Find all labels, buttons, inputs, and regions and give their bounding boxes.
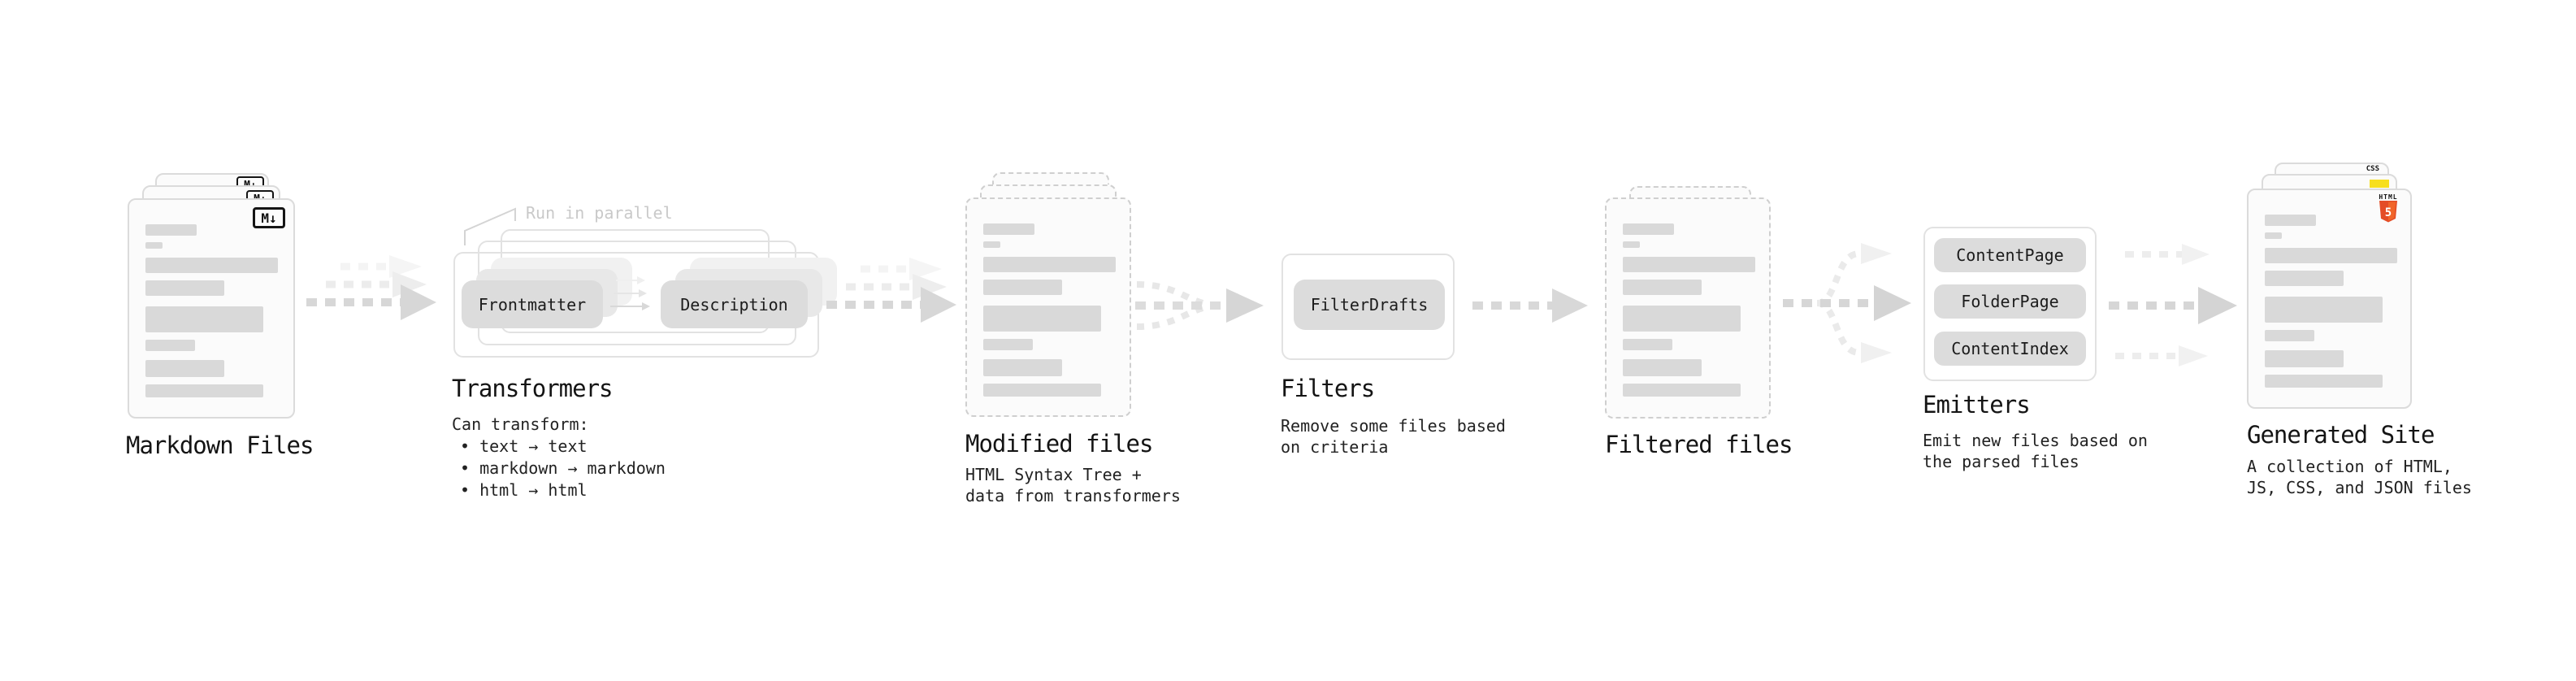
folderpage-pill: FolderPage	[1934, 284, 2086, 319]
modified-file-card-front	[965, 197, 1131, 417]
bullet-item: • markdown → markdown	[460, 458, 666, 478]
html5-shield: 5	[2379, 201, 2397, 223]
skeleton-bar	[2265, 215, 2316, 226]
filtered-files-title: Filtered files	[1605, 431, 1793, 458]
skeleton-bar	[1623, 339, 1672, 350]
modified-files-title: Modified files	[965, 430, 1153, 458]
skeleton-bar	[983, 384, 1101, 397]
skeleton-bar	[1623, 306, 1741, 332]
markdown-file-card-front: M↓	[128, 198, 295, 419]
skeleton-bar	[983, 339, 1033, 350]
html5-number: 5	[2385, 206, 2392, 219]
arrow-emitters-to-site	[2109, 244, 2237, 367]
skeleton-bar	[145, 224, 197, 236]
css-badge-text: CSS	[2366, 165, 2379, 173]
arrow-transformers-to-modified	[826, 258, 956, 323]
markdown-files-title: Markdown Files	[126, 432, 314, 459]
filterdrafts-pill: FilterDrafts	[1294, 280, 1445, 330]
filters-title: Filters	[1281, 375, 1375, 402]
file-skeleton-lines	[967, 199, 1130, 397]
skeleton-bar	[1623, 280, 1702, 295]
emitters-caption: Emit new files based on the parsed files	[1923, 431, 2148, 471]
parallel-note-leader-line	[464, 207, 516, 245]
arrow-fanin-modified-to-filters	[1135, 281, 1264, 330]
transformer-step-arrows	[610, 276, 650, 310]
filtered-file-card-front	[1605, 197, 1771, 419]
markdown-icon: M↓	[253, 207, 285, 228]
skeleton-bar	[983, 241, 1000, 248]
skeleton-bar	[983, 257, 1116, 272]
description-pill: Description	[661, 280, 808, 328]
html5-badge-text: HTML	[2379, 193, 2398, 201]
arrow-markdown-to-transformers	[306, 255, 436, 320]
transformers-caption-heading: Can transform:	[452, 414, 589, 434]
skeleton-bar	[983, 306, 1101, 332]
transformers-bullet-list: • text → text • markdown → markdown • ht…	[460, 436, 666, 501]
skeleton-bar	[145, 306, 263, 332]
skeleton-bar	[145, 384, 263, 397]
skeleton-bar	[983, 223, 1034, 235]
emitters-container	[1923, 227, 2097, 381]
skeleton-bar	[145, 280, 224, 296]
skeleton-bar	[2265, 232, 2282, 239]
skeleton-bar	[983, 359, 1062, 376]
arrow-filters-to-filtered	[1472, 288, 1588, 323]
generated-site-caption: A collection of HTML, JS, CSS, and JSON …	[2247, 457, 2472, 497]
contentpage-pill: ContentPage	[1934, 238, 2086, 272]
generated-site-title: Generated Site	[2247, 421, 2435, 449]
skeleton-bar	[983, 280, 1062, 295]
parallel-note-label: Run in parallel	[526, 203, 673, 223]
skeleton-bar	[2265, 350, 2344, 367]
skeleton-bar	[145, 340, 195, 351]
bullet-item: • html → html	[460, 480, 588, 500]
arrow-fanout-filtered-to-emitters	[1783, 243, 1911, 363]
js-file-icon	[2370, 180, 2389, 188]
file-skeleton-lines	[1607, 199, 1769, 397]
bullet-item: • text → text	[460, 436, 588, 456]
skeleton-bar	[145, 360, 224, 377]
frontmatter-pill: Frontmatter	[462, 280, 603, 328]
modified-files-caption: HTML Syntax Tree + data from transformer…	[965, 465, 1181, 505]
html5-file-icon: HTML 5	[2378, 193, 2399, 226]
skeleton-bar	[2265, 271, 2344, 286]
filters-caption: Remove some files based on criteria	[1281, 416, 1506, 457]
file-skeleton-lines	[129, 200, 293, 397]
skeleton-bar	[2265, 297, 2383, 323]
file-skeleton-lines	[2249, 190, 2410, 388]
transformers-title: Transformers	[452, 375, 614, 402]
skeleton-bar	[145, 242, 163, 249]
skeleton-bar	[1623, 359, 1702, 376]
skeleton-bar	[2265, 248, 2397, 263]
skeleton-bar	[2265, 375, 2383, 388]
skeleton-bar	[145, 258, 278, 273]
site-file-card-html: HTML 5	[2247, 189, 2412, 409]
contentindex-pill: ContentIndex	[1934, 332, 2086, 366]
skeleton-bar	[1623, 241, 1640, 248]
skeleton-bar	[1623, 223, 1674, 235]
skeleton-bar	[1623, 257, 1755, 272]
filters-container	[1281, 254, 1455, 360]
emitters-title: Emitters	[1923, 391, 2031, 419]
skeleton-bar	[1623, 384, 1741, 397]
skeleton-bar	[2265, 330, 2314, 341]
